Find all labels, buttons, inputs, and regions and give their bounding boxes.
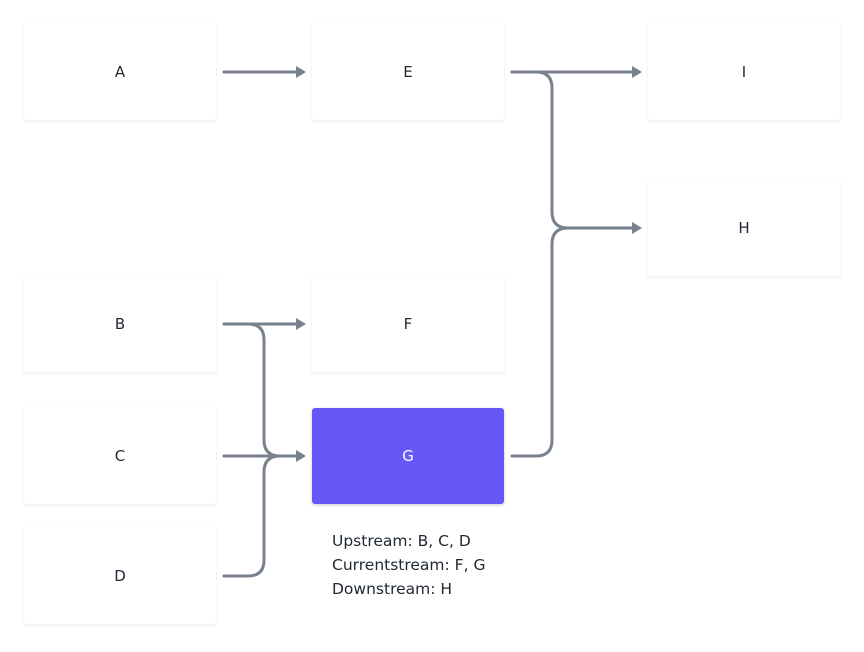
downstream-text: Downstream: H: [332, 580, 453, 598]
node-f[interactable]: F: [312, 276, 504, 372]
node-d-label: D: [114, 567, 126, 585]
node-b-label: B: [114, 315, 126, 333]
arrowhead-e: [296, 66, 306, 78]
node-a[interactable]: A: [24, 24, 216, 120]
arrowhead-h: [632, 222, 642, 234]
stream-summary: Upstream: B, C, D Currentstream: F, G Do…: [332, 529, 485, 601]
edge-e-h: [510, 70, 634, 230]
edge-b-g: [222, 322, 300, 458]
arrowhead-g: [296, 450, 306, 462]
node-b[interactable]: B: [24, 276, 216, 372]
node-h[interactable]: H: [648, 180, 840, 276]
node-g-selected[interactable]: G: [312, 408, 504, 504]
node-c-label: C: [114, 447, 126, 465]
node-e[interactable]: E: [312, 24, 504, 120]
currentstream-text: Currentstream: F, G: [332, 556, 486, 574]
node-c[interactable]: C: [24, 408, 216, 504]
node-i[interactable]: I: [648, 24, 840, 120]
upstream-text: Upstream: B, C, D: [332, 532, 471, 550]
node-d[interactable]: D: [24, 528, 216, 624]
edge-d-g: [222, 454, 300, 578]
node-e-label: E: [403, 63, 413, 81]
node-f-label: F: [403, 315, 413, 333]
arrowhead-i: [632, 66, 642, 78]
node-h-label: H: [738, 219, 750, 237]
arrowhead-f: [296, 318, 306, 330]
node-a-label: A: [114, 63, 126, 81]
node-i-label: I: [741, 63, 747, 81]
edge-g-h: [510, 226, 634, 458]
node-g-label: G: [402, 447, 414, 465]
